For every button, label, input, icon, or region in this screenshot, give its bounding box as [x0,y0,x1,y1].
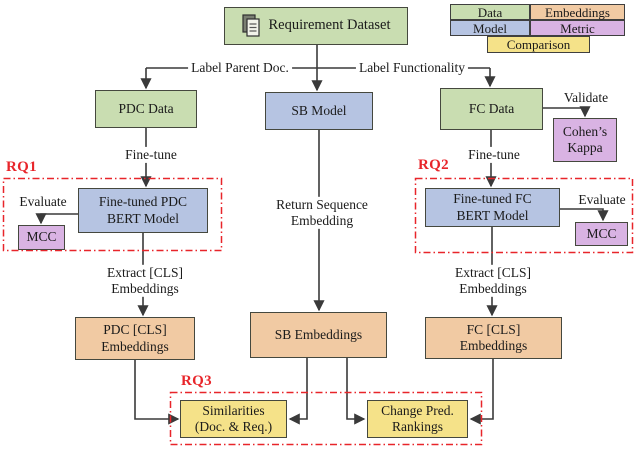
legend-embeddings: Embeddings [530,4,625,20]
edge-fcbert-to-mcc [560,208,609,222]
node-sb-model: SB Model [265,92,373,130]
edge-label-functionality: Label Functionality [355,59,469,77]
document-icon [241,14,260,37]
node-similarities: Similarities (Doc. & Req.) [180,400,287,438]
edge-label-evaluate-right: Evaluate [575,191,629,209]
legend-model-label: Model [473,20,507,36]
node-change-pred-rankings: Change Pred. Rankings [367,400,468,438]
edge-pdccls-to-similarities [134,360,180,425]
edge-sbemb-to-changepred [346,358,366,425]
node-finetuned-fc-bert: Fine-tuned FC BERT Model [425,188,560,227]
node-finetuned-pdc-bert: Fine-tuned PDC BERT Model [78,188,208,233]
node-mcc-right: MCC [575,222,628,246]
requirement-dataset-label: Requirement Dataset [268,17,391,34]
edge-label-extract-cls-left: Extract [CLS] Embeddings [103,264,187,298]
rq1-label: RQ1 [6,159,37,175]
legend-metric-label: Metric [560,20,595,36]
node-fc-data: FC Data [440,88,543,130]
rq3-region [169,391,483,446]
edge-label-finetune-right: Fine-tune [465,146,523,164]
node-sb-embeddings: SB Embeddings [250,312,387,358]
legend-comparison-label: Comparison [506,37,571,52]
edge-label-evaluate-left: Evaluate [16,193,70,211]
edge-label-parent-doc: Label Parent Doc. [188,59,292,77]
node-pdc-cls-embeddings: PDC [CLS] Embeddings [75,317,195,360]
node-requirement-dataset: Requirement Dataset [224,7,408,45]
rq3-label: RQ3 [181,373,212,389]
node-fc-cls-embeddings: FC [CLS] Embeddings [425,317,562,359]
legend-model: Model [450,20,530,36]
edge-label-extract-cls-right: Extract [CLS] Embeddings [451,264,535,298]
edge-pdcbert-to-mcc [35,213,78,225]
edge-label-finetune-left: Fine-tune [122,146,180,164]
legend-data: Data [450,4,530,20]
edge-fcdata-to-kappa [543,106,591,118]
legend-metric: Metric [530,20,625,36]
node-cohens-kappa: Cohen’s Kappa [553,118,617,162]
edge-label-return-sequence: Return Sequence Embedding [273,196,371,230]
node-mcc-left: MCC [18,225,65,250]
legend-data-label: Data [477,4,503,20]
rq2-label: RQ2 [418,157,449,173]
rq2-region [414,177,634,254]
edge-label-validate: Validate [560,89,612,107]
edge-fccls-to-changepred [469,359,494,425]
edge-sbemb-to-similarities [288,358,308,425]
legend-comparison: Comparison [487,36,590,53]
legend-embeddings-label: Embeddings [545,4,610,20]
node-pdc-data: PDC Data [95,90,197,128]
